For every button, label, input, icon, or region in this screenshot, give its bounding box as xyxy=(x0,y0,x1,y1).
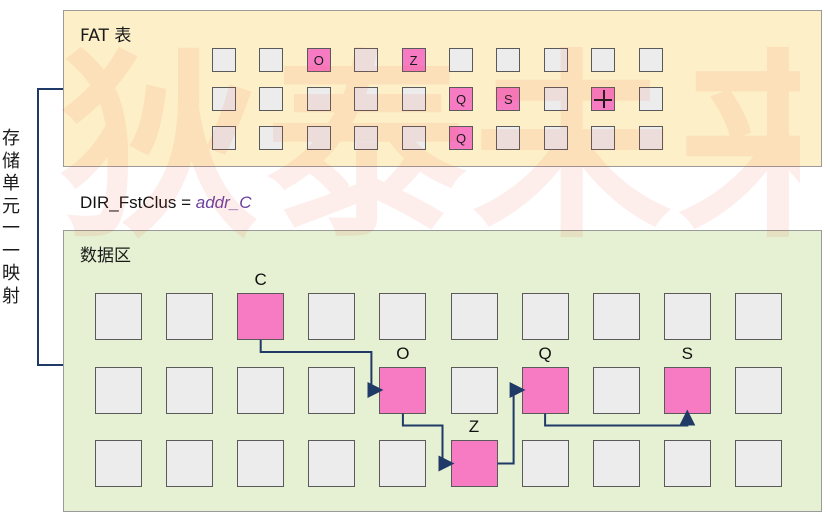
fat-entry-label: S xyxy=(504,91,513,107)
data-cluster xyxy=(95,293,142,340)
data-cluster xyxy=(237,366,285,414)
fat-entry-label: Z xyxy=(409,52,418,68)
mapping-bracket xyxy=(37,88,63,366)
data-cluster xyxy=(592,440,640,487)
fat-entry xyxy=(212,48,236,72)
data-cluster-highlighted xyxy=(663,366,711,414)
data-cluster xyxy=(450,366,498,414)
data-cluster xyxy=(663,440,711,487)
data-cluster xyxy=(308,293,356,340)
data-cluster xyxy=(95,366,142,414)
data-cluster xyxy=(521,293,569,340)
fat-entry xyxy=(496,48,521,72)
fat-entry xyxy=(638,126,663,150)
dir-fstclus-prefix: DIR_FstClus = xyxy=(80,193,196,212)
data-cluster xyxy=(450,293,498,340)
fat-entry-label: Q xyxy=(455,91,467,107)
fat-entry xyxy=(354,87,379,111)
data-cluster xyxy=(734,440,782,487)
data-cluster xyxy=(663,293,711,340)
cluster-label: Q xyxy=(538,343,552,363)
fat-entry xyxy=(212,126,236,150)
fat-entry-highlighted: O xyxy=(306,48,331,72)
data-cluster xyxy=(592,293,640,340)
cluster-label: Z xyxy=(468,417,480,436)
data-cluster xyxy=(166,440,214,487)
end-marker-icon xyxy=(603,90,606,108)
fat-entry xyxy=(401,87,426,111)
fat-table-panel: FAT 表 O Z Q S Q xyxy=(63,10,822,167)
data-cluster xyxy=(379,440,427,487)
fat-entry xyxy=(543,126,568,150)
data-area-panel: 数据区 C O Q S Z xyxy=(63,230,822,512)
fat-entry-end-of-chain xyxy=(591,87,616,111)
fat-entry-label: O xyxy=(313,52,324,68)
dir-fstclus-value: addr_C xyxy=(195,193,252,212)
fat-entry xyxy=(591,48,616,72)
fat-entry xyxy=(449,48,473,72)
data-cluster xyxy=(308,440,356,487)
data-area-title: 数据区 xyxy=(80,246,131,266)
data-cluster-highlighted xyxy=(521,366,569,414)
fat-entry xyxy=(543,87,568,111)
fat-entry-highlighted: Q xyxy=(449,87,473,111)
fat-entry-highlighted: Q xyxy=(449,126,473,150)
fat-entry-label: Q xyxy=(455,130,467,146)
data-cluster xyxy=(95,440,142,487)
fat-entry xyxy=(259,126,284,150)
data-cluster xyxy=(592,366,640,414)
cluster-label: S xyxy=(681,343,693,363)
data-cluster xyxy=(521,440,569,487)
data-cluster xyxy=(166,293,214,340)
data-cluster xyxy=(237,440,285,487)
fat-entry xyxy=(259,87,284,111)
fat-entry xyxy=(591,126,616,150)
fat-entry-highlighted: S xyxy=(496,87,521,111)
data-cluster xyxy=(308,366,356,414)
fat-entry xyxy=(638,48,663,72)
data-cluster-highlighted xyxy=(450,440,498,487)
cluster-label: C xyxy=(254,270,267,289)
fat-entry xyxy=(306,87,331,111)
fat-entry xyxy=(354,48,379,72)
fat-entry xyxy=(543,48,568,72)
mapping-label: 存储单元一一映射 xyxy=(2,128,20,307)
data-cluster xyxy=(166,366,214,414)
dir-fstclus-label: DIR_FstClus = addr_C xyxy=(80,193,252,213)
data-cluster-highlighted xyxy=(237,293,285,340)
data-cluster-highlighted xyxy=(379,366,427,414)
data-cluster xyxy=(734,293,782,340)
fat-entry xyxy=(306,126,331,150)
fat-entry xyxy=(401,126,426,150)
fat-entry xyxy=(212,87,236,111)
fat-table-title: FAT 表 xyxy=(80,26,132,46)
fat-entry-highlighted: Z xyxy=(401,48,426,72)
data-cluster xyxy=(734,366,782,414)
fat-entry xyxy=(259,48,284,72)
fat-entry xyxy=(638,87,663,111)
data-cluster xyxy=(379,293,427,340)
fat-entry xyxy=(354,126,379,150)
fat-entry xyxy=(496,126,521,150)
cluster-label: O xyxy=(396,343,410,363)
